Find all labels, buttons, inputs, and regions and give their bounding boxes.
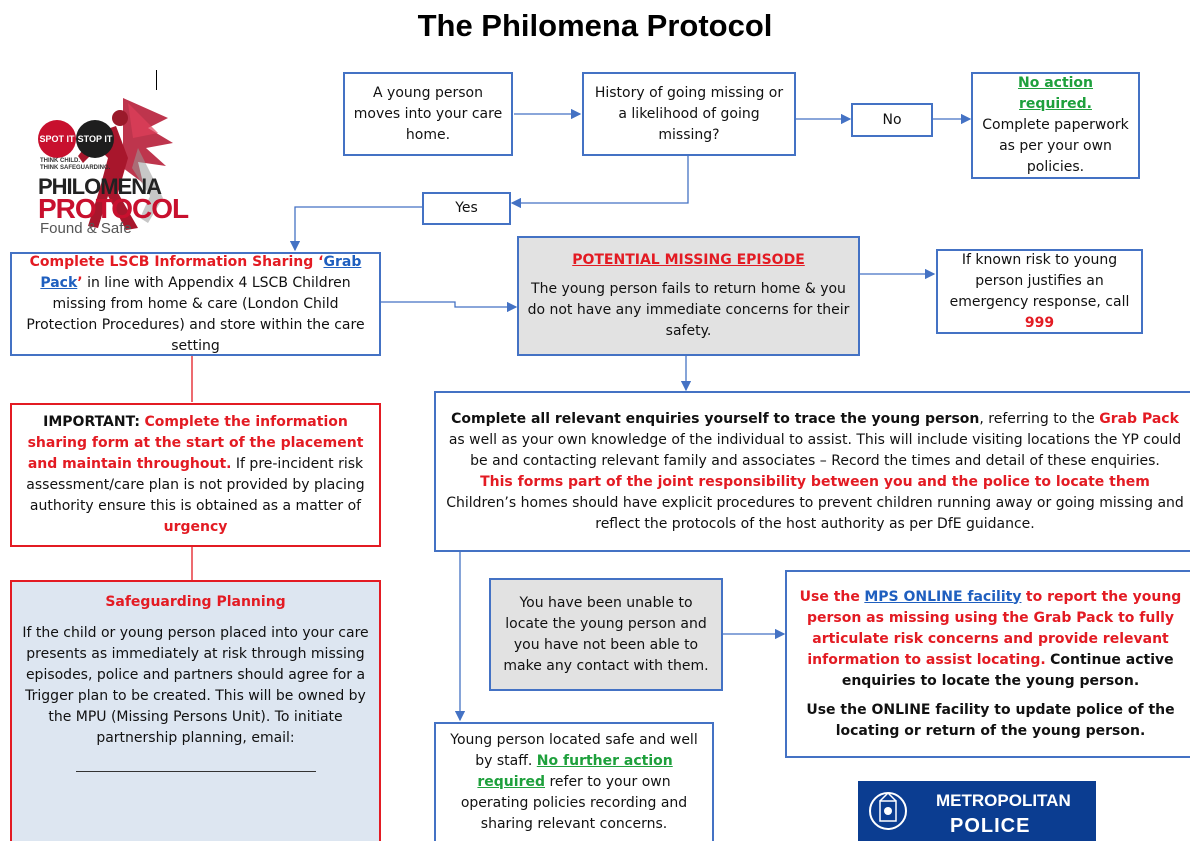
node-unable: You have been unable to locate the young… bbox=[489, 578, 723, 691]
winged-runner-icon bbox=[78, 98, 173, 230]
grab-pack-link[interactable]: Grab Pack bbox=[40, 253, 362, 291]
spot-it-badge: SPOT IT bbox=[38, 120, 76, 158]
enquiries-red: This forms part of the joint responsibil… bbox=[480, 473, 1150, 490]
police-crest-icon bbox=[869, 791, 907, 830]
police-line1: METROPOLITAN bbox=[936, 791, 1071, 810]
unable-text: You have been unable to locate the young… bbox=[503, 594, 709, 674]
metropolitan-police-logo: METROPOLITAN POLICE bbox=[858, 781, 1096, 841]
node-potential-missing: POTENTIAL MISSING EPISODE The young pers… bbox=[517, 236, 860, 356]
grab-pack-lead-end: ’ bbox=[77, 274, 83, 291]
located-green: No further action required bbox=[477, 753, 673, 790]
node-yes: Yes bbox=[422, 192, 511, 225]
enquiries-t1: , referring to the bbox=[979, 410, 1095, 427]
page-title: The Philomena Protocol bbox=[417, 8, 773, 43]
located-t1: Young person located safe and well by st… bbox=[450, 732, 698, 769]
logo-tagline: THINK CHILD. THINK SAFEGUARDING. bbox=[40, 158, 110, 172]
important-label: IMPORTANT: bbox=[43, 414, 140, 430]
potential-heading: POTENTIAL MISSING EPISODE bbox=[572, 252, 805, 268]
moves-in-text: A young person moves into your care home… bbox=[353, 84, 503, 143]
no-action-heading: No action required. bbox=[1017, 75, 1094, 112]
no-text: No bbox=[882, 111, 902, 128]
arrow-history-yes bbox=[510, 155, 689, 209]
enquiries-t2: as well as your own knowledge of the ind… bbox=[448, 431, 1182, 469]
enquiries-t3: Children’s homes should have explicit pr… bbox=[446, 494, 1184, 532]
mps-online-link[interactable]: MPS ONLINE facility bbox=[864, 588, 1022, 605]
grab-pack-lead: Complete LSCB Information Sharing ‘ bbox=[29, 253, 324, 270]
node-moves-in: A young person moves into your care home… bbox=[343, 72, 513, 156]
node-grab-pack: Complete LSCB Information Sharing ‘Grab … bbox=[10, 252, 381, 356]
node-no-action: No action required. Complete paperwork a… bbox=[971, 72, 1140, 179]
node-enquiries: Complete all relevant enquiries yourself… bbox=[434, 391, 1190, 552]
known-risk-content: If known risk to young person justifies … bbox=[946, 250, 1133, 334]
node-known-risk: If known risk to young person justifies … bbox=[936, 249, 1143, 334]
police-line2: POLICE bbox=[950, 815, 1031, 837]
node-history: History of going missing or a likelihood… bbox=[582, 72, 796, 156]
mps-p1: Use the MPS ONLINE facility to report th… bbox=[795, 587, 1186, 692]
node-no: No bbox=[851, 103, 933, 137]
known-risk-text: If known risk to young person justifies … bbox=[949, 251, 1130, 310]
enquiries-p1: Complete all relevant enquiries yourself… bbox=[444, 409, 1186, 472]
important-red: Complete the information sharing form at… bbox=[27, 414, 364, 472]
node-located: Young person located safe and well by st… bbox=[434, 722, 714, 841]
logo-word-protocol: PROTOCOL bbox=[38, 193, 189, 224]
safeguarding-text: If the child or young person placed into… bbox=[22, 625, 369, 746]
stop-it-badge: STOP IT bbox=[76, 120, 114, 158]
enquiries-grab: Grab Pack bbox=[1099, 410, 1179, 427]
grab-pack-body: in line with Appendix 4 LSCB Children mi… bbox=[26, 274, 365, 354]
node-important: IMPORTANT: Complete the information shar… bbox=[10, 403, 381, 547]
grab-pack-text: Complete LSCB Information Sharing ‘Grab … bbox=[20, 252, 371, 357]
known-risk-999: 999 bbox=[1024, 314, 1055, 331]
important-text: If pre-incident risk assessment/care pla… bbox=[26, 456, 365, 514]
important-urgency: urgency bbox=[163, 519, 228, 535]
mps-p2: Use the ONLINE facility to update police… bbox=[806, 701, 1175, 739]
located-t2: refer to your own operating policies rec… bbox=[460, 774, 688, 832]
node-safeguarding: Safeguarding Planning If the child or yo… bbox=[10, 580, 381, 841]
no-action-text: Complete paperwork as per your own polic… bbox=[982, 117, 1129, 175]
email-blank-line[interactable] bbox=[75, 771, 316, 772]
located-content: Young person located safe and well by st… bbox=[444, 730, 704, 835]
arrow-grabpack-potential bbox=[381, 301, 518, 313]
mps-bold: Continue active enquiries to locate the … bbox=[841, 651, 1174, 689]
enquiries-bold: Complete all relevant enquiries yourself… bbox=[451, 410, 980, 427]
history-text: History of going missing or a likelihood… bbox=[594, 84, 784, 143]
tagline-line2: THINK SAFEGUARDING. bbox=[40, 165, 111, 171]
logo-word-found-safe: Found & Safe bbox=[40, 220, 132, 237]
potential-text: The young person fails to return home & … bbox=[527, 281, 850, 339]
important-content: IMPORTANT: Complete the information shar… bbox=[20, 412, 371, 538]
logo-word-philomena: PHILOMENA bbox=[38, 174, 162, 199]
mps-red: to report the young person as missing us… bbox=[806, 588, 1182, 668]
yes-text: Yes bbox=[455, 200, 478, 216]
cursor-marker bbox=[156, 70, 157, 90]
safeguarding-heading: Safeguarding Planning bbox=[105, 594, 286, 610]
mps-use: Use the bbox=[799, 588, 860, 605]
tagline-line1: THINK CHILD. bbox=[40, 158, 80, 164]
node-mps: Use the MPS ONLINE facility to report th… bbox=[785, 570, 1190, 758]
arrow-yes-grabpack bbox=[289, 206, 422, 252]
